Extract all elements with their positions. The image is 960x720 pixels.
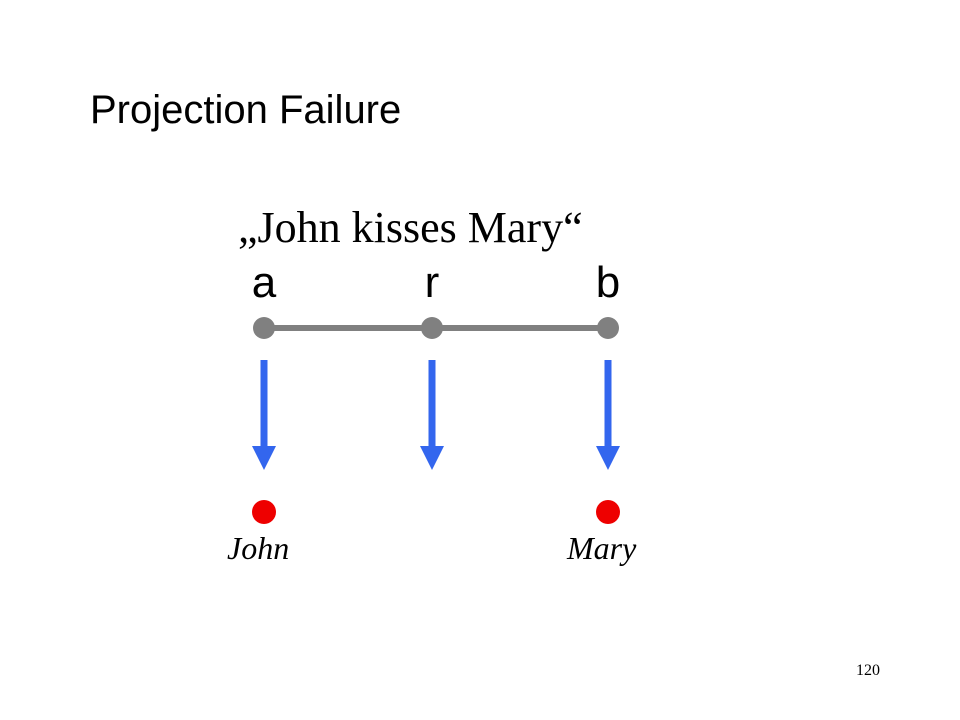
node-r <box>421 317 443 339</box>
projection-arrow-a <box>252 360 276 470</box>
node-b <box>597 317 619 339</box>
entity-dot-john <box>252 500 276 524</box>
variable-r-label: r <box>424 258 440 307</box>
projection-arrow-r <box>420 360 444 470</box>
example-sentence: „John kisses Mary“ <box>238 203 583 252</box>
entity-dot-mary <box>596 500 620 524</box>
variable-b-label: b <box>595 258 621 307</box>
projection-arrow-b <box>596 360 620 470</box>
page-number: 120 <box>856 662 880 679</box>
slide-title: Projection Failure <box>90 88 402 132</box>
entity-label-mary: Mary <box>567 530 637 566</box>
variable-a-label: a <box>251 258 277 307</box>
entity-label-john: John <box>227 530 290 566</box>
node-a <box>253 317 275 339</box>
